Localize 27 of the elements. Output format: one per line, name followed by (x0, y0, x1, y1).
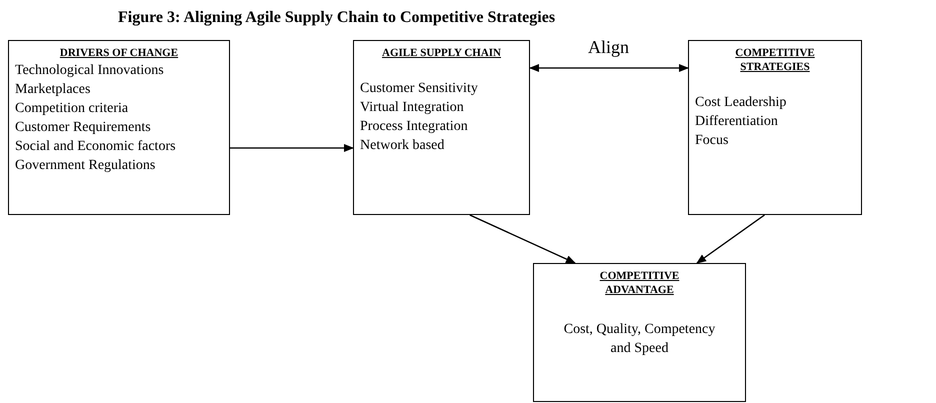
box-text: Social and Economic factors (15, 138, 177, 156)
text-box (533, 263, 746, 402)
box-text: Focus (695, 132, 730, 150)
box-text: Marketplaces (15, 80, 92, 99)
arrow (230, 144, 354, 152)
box-heading: COMPETITIVE ADVANTAGE (598, 270, 680, 298)
arrow (470, 214, 576, 264)
box-text: Cost Leadership (695, 94, 788, 112)
arrow (696, 214, 765, 264)
box-text: Process Integration (360, 118, 469, 136)
box-heading: COMPETITIVE STRATEGIES (734, 47, 816, 74)
text-box (8, 40, 230, 215)
box-text: Competition criteria (15, 100, 130, 118)
box-text: Technological Innovations (15, 62, 165, 80)
box-text: Cost, Quality, Competency and Speed (562, 320, 716, 358)
box-text: Government Regulations (15, 156, 156, 175)
box-heading: AGILE SUPPLY CHAIN (382, 47, 501, 61)
figure-title: Figure 3: Aligning Agile Supply Chain to Competitive Strategies (118, 8, 556, 28)
arrow (529, 64, 689, 72)
box-text: Virtual Integration (360, 98, 465, 117)
text-box (688, 40, 862, 215)
box-heading: DRIVERS OF CHANGE (60, 47, 178, 61)
box-text: Customer Sensitivity (360, 80, 479, 98)
text-box (353, 40, 530, 215)
box-text: Differentiation (695, 112, 779, 130)
box-text: Network based (360, 136, 446, 155)
box-text: Customer Requirements (15, 118, 152, 137)
